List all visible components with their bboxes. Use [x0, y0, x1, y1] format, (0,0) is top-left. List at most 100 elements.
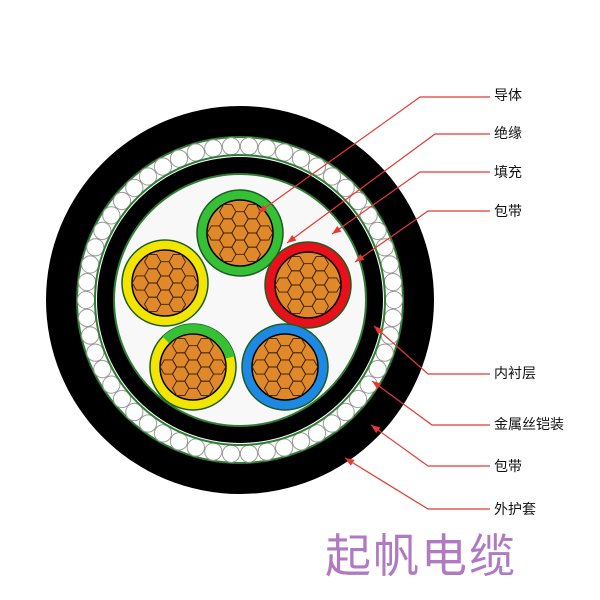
conductor-strand — [208, 359, 227, 375]
armor-wire — [138, 167, 158, 186]
label-outer-sheath: 外护套 — [494, 502, 536, 518]
core-conductor — [251, 333, 319, 401]
armor-wire — [307, 157, 327, 176]
armor-wire — [348, 389, 368, 409]
conductor-strand — [323, 277, 342, 293]
armor-wire — [102, 375, 121, 394]
leader-arrowhead — [345, 458, 355, 466]
armor-wire — [86, 238, 105, 257]
leader-line — [373, 325, 490, 375]
armor-wire — [380, 255, 399, 274]
leader-line — [354, 210, 490, 263]
armor-wire — [125, 178, 144, 198]
core-conductor — [274, 251, 342, 319]
armor-wire — [112, 191, 132, 211]
armor-wire — [348, 191, 368, 211]
conductor-strand — [196, 380, 215, 396]
label-conductor: 导体 — [494, 88, 522, 104]
conductor-strand — [180, 275, 199, 291]
armor-wire — [257, 139, 276, 158]
leader-arrowhead — [374, 326, 384, 335]
label-wrap-tape-inner: 包带 — [494, 204, 522, 220]
leader-line — [331, 171, 490, 235]
armor-wire — [138, 414, 158, 433]
armor-wire — [204, 139, 223, 158]
armor-wire — [291, 432, 311, 451]
armor-wire — [81, 326, 100, 345]
conductor-strand — [243, 246, 262, 262]
core-conductor — [131, 249, 199, 317]
core — [264, 241, 352, 329]
armor-wire — [368, 221, 387, 240]
armor-wire — [307, 424, 327, 443]
armor-wire — [93, 360, 112, 379]
leader-arrowhead — [371, 425, 381, 434]
leader-line — [370, 424, 490, 467]
label-steel-wire-armor: 金属丝铠装 — [494, 417, 564, 433]
conductor-strand — [311, 298, 330, 314]
armor-wire — [375, 343, 394, 362]
core-conductor — [159, 333, 227, 401]
leader-line — [344, 457, 490, 510]
core — [149, 323, 237, 411]
leader-arrowhead — [355, 253, 365, 262]
armor-wire — [322, 167, 342, 186]
armor-wire — [77, 273, 97, 292]
armor-wire — [275, 438, 294, 457]
leader-arrowhead — [258, 204, 268, 213]
leader-arrowhead — [332, 225, 342, 234]
armor-wire — [169, 149, 189, 168]
armor-wire — [239, 137, 259, 156]
armor-wire — [257, 442, 276, 461]
core-insulation-stripe — [162, 324, 235, 359]
armor-wire — [112, 389, 132, 409]
leader-arrowhead — [372, 381, 382, 390]
armor-wire — [384, 290, 404, 310]
core — [121, 239, 209, 327]
armor-wire — [153, 424, 173, 443]
armor-wire — [239, 444, 259, 463]
core — [196, 189, 284, 277]
armor-wire — [336, 402, 355, 422]
inner-wrap-tape-ring — [94, 154, 386, 446]
armor-wire — [336, 178, 355, 198]
armor-wire — [153, 157, 173, 176]
leader-line — [371, 380, 490, 426]
conductor-strand — [300, 359, 319, 375]
label-filler: 填充 — [494, 165, 522, 181]
armor-wire — [383, 308, 403, 327]
core — [241, 323, 329, 411]
armor-wire — [221, 137, 241, 156]
leader-line — [257, 96, 490, 214]
label-insulation: 绝缘 — [494, 126, 522, 142]
leader-lines — [257, 96, 490, 510]
leader-arrowhead — [287, 234, 297, 243]
leader-line — [286, 133, 490, 244]
armor-wire — [383, 273, 403, 292]
armor-wire — [275, 143, 294, 162]
armor-wire — [81, 255, 100, 274]
armor-wire — [368, 360, 387, 379]
armor-wire — [86, 343, 105, 362]
core-group — [121, 189, 352, 411]
steel-wire-armor-layer — [76, 137, 404, 463]
conductor-strand — [168, 296, 187, 312]
armor-wire — [291, 149, 311, 168]
armor-wire — [125, 402, 144, 422]
armor-wire — [169, 432, 189, 451]
armor-wire — [186, 438, 205, 457]
armor-wire — [221, 444, 241, 463]
armor-wire — [322, 414, 342, 433]
armor-wire — [93, 221, 112, 240]
conductor-strand — [288, 380, 307, 396]
armor-wire — [77, 308, 97, 327]
armor-wire — [76, 290, 96, 310]
conductor-strand — [255, 225, 274, 241]
label-wrap-tape-outer: 包带 — [494, 459, 522, 475]
brand-watermark: 起帆电缆 — [325, 529, 517, 583]
armor-wire — [102, 206, 121, 225]
armor-wire — [186, 143, 205, 162]
label-inner-sheath: 内衬层 — [494, 366, 536, 382]
armor-wire — [204, 442, 223, 461]
